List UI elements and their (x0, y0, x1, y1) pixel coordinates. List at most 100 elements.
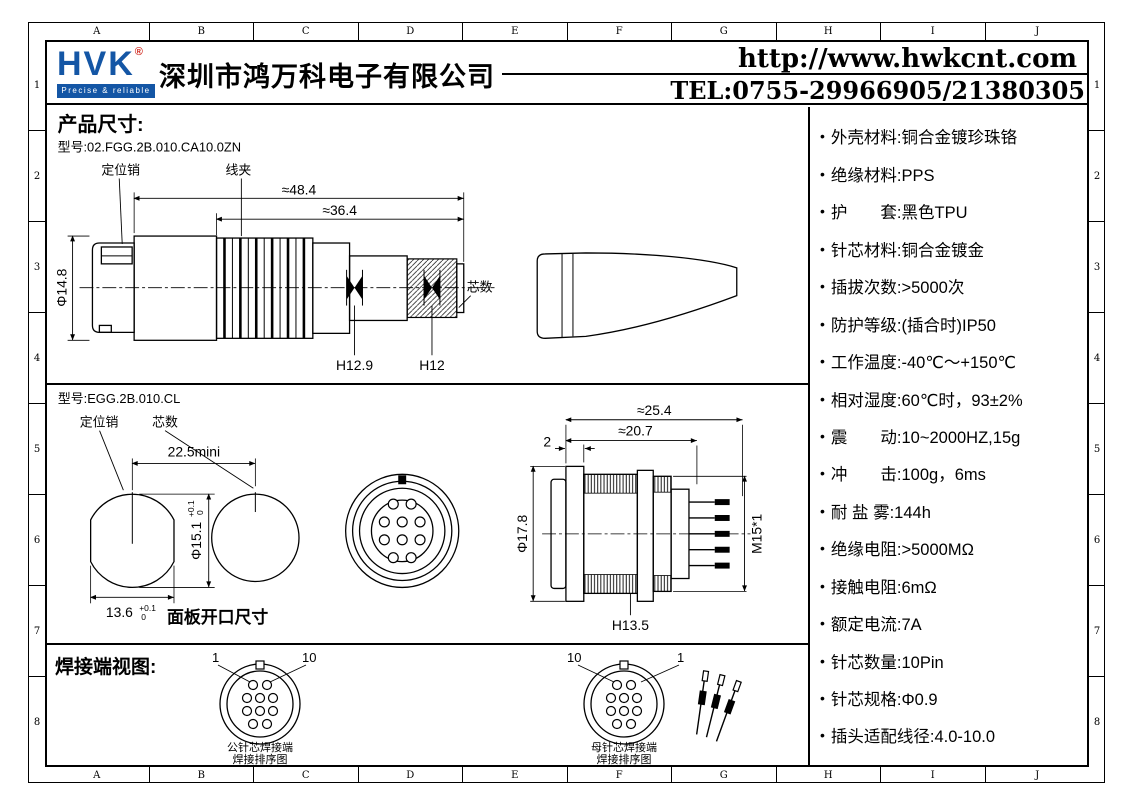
panel-cutout-caption: 面板开口尺寸 (167, 607, 268, 627)
grid-col-label: H (775, 23, 881, 40)
male-weld-view: 1 10 公针芯焊接端 焊接排序图 (212, 650, 316, 765)
grid-col-label: B (148, 23, 254, 40)
bullet-icon: • (820, 427, 825, 444)
female-weld-view: 10 1 母针芯焊接端 焊接排序图 (567, 650, 684, 765)
logo-text: HVK® (57, 45, 143, 83)
bullet-icon: • (820, 390, 825, 407)
registered-mark-icon: ® (134, 46, 143, 58)
cable-clamp-label: 线夹 (225, 163, 251, 178)
spec-text: 绝缘电阻:>5000MΩ (830, 541, 974, 560)
company-logo: HVK® Precise & reliable (57, 45, 155, 98)
spec-item: •工作温度:-40℃～+150℃ (820, 349, 1085, 373)
svg-text:M15*1: M15*1 (748, 514, 764, 554)
grid-col-label: H (775, 767, 881, 783)
grid-row-label: 3 (29, 221, 45, 312)
svg-text:Φ17.8: Φ17.8 (514, 515, 530, 553)
contact-divider (502, 73, 1087, 75)
svg-text:≈48.4: ≈48.4 (282, 181, 317, 197)
title-block: HVK® Precise & reliable 深圳市鸿万科电子有限公司 htt… (47, 42, 1087, 105)
contact-block: http://www.hwkcnt.com TEL:0755-29966905/… (502, 42, 1087, 105)
bullet-icon: • (820, 353, 825, 370)
bullet-icon: • (820, 540, 825, 557)
panel-cutout-keyed-hole (89, 492, 175, 588)
bullet-icon: • (820, 165, 825, 182)
spec-item: • 额定电流:7A (820, 611, 1085, 635)
svg-text:Φ14.8: Φ14.8 (54, 268, 70, 306)
bullet-icon: • (820, 315, 825, 332)
dim-socket-crimp: H13.5 (612, 593, 649, 633)
spec-text: 外壳材料:铜合金镀珍珠铬 (830, 129, 1017, 148)
svg-text:2: 2 (543, 434, 551, 450)
spec-text: 接触电阻:6mΩ (830, 578, 937, 597)
cores-label: 芯数 (458, 280, 493, 308)
solder-contacts (688, 499, 730, 569)
grid-col-label: J (984, 23, 1090, 40)
bullet-icon: • (820, 278, 825, 295)
pin-number-label: 10 (302, 650, 316, 665)
spec-text: 插头适配线径:4.0-10.0 (830, 728, 996, 747)
grid-ref-bottom: A B C D E F G H I J (45, 767, 1089, 783)
plug-dimension-section: 产品尺寸: 型号:02.FGG.2B.010.CA10.0ZN 定位销 线夹 ≈… (47, 107, 810, 385)
grid-row-label: 7 (29, 585, 45, 676)
grid-ref-top: A B C D E F G H I J (45, 23, 1089, 40)
svg-text:Φ15.1: Φ15.1 (188, 521, 204, 559)
grid-row-label: 6 (29, 494, 45, 585)
bullet-icon: • (820, 615, 825, 632)
sheet-inner-border (45, 40, 1089, 767)
svg-text:≈20.7: ≈20.7 (618, 423, 653, 439)
plug-drawing: 产品尺寸: 型号:02.FGG.2B.010.CA10.0ZN 定位销 线夹 ≈… (54, 113, 738, 373)
solder-contacts-sketch (695, 670, 742, 742)
bullet-icon: • (820, 465, 825, 482)
locating-pin-label: 定位销 (80, 415, 119, 430)
grid-col-label: F (566, 23, 672, 40)
grid-row-label: 4 (29, 312, 45, 403)
grid-row-label: 6 (1089, 494, 1105, 585)
grid-row-label: 8 (29, 676, 45, 767)
dim-flange-diameter: Φ17.8 (514, 465, 565, 602)
spec-item: • 绝缘材料:PPS (820, 162, 1085, 186)
drawing-area: 产品尺寸: 型号:02.FGG.2B.010.CA10.0ZN 定位销 线夹 ≈… (47, 107, 810, 765)
panel-cutout-plain-hole (211, 492, 300, 583)
pin-number-label: 10 (567, 650, 581, 665)
bullet-icon: • (820, 577, 825, 594)
socket-section-view (542, 465, 751, 602)
socket-dimension-section: 型号:EGG.2B.010.CL 定位销 芯数 22.5mini (47, 387, 810, 645)
grid-row-label: 1 (33, 79, 41, 91)
telephone: TEL:0755-29966905/21380305 (670, 76, 1085, 105)
bullet-icon: • (820, 727, 825, 744)
spec-text: 震 动:10~2000HZ,15g (830, 428, 1021, 447)
male-caption: 焊接排序图 (233, 752, 288, 765)
dim-socket-body: ≈20.7 (565, 423, 698, 485)
female-caption: 焊接排序图 (597, 752, 652, 765)
dim-overall-length: ≈48.4 (133, 181, 465, 262)
dim-crimp-1: H12.9 (336, 305, 373, 373)
grid-row-label: 5 (1089, 403, 1105, 494)
spec-item: • 绝缘电阻:>5000MΩ (820, 536, 1085, 560)
spec-text: 针芯材料:铜合金镀金 (830, 241, 984, 260)
grid-row-label: 2 (1089, 130, 1105, 221)
grid-col-label: C (253, 23, 358, 40)
grid-col-label: D (357, 23, 463, 40)
grid-col-label: B (148, 767, 254, 783)
cores-label: 芯数 (152, 415, 178, 430)
spec-text: 绝缘材料:PPS (830, 166, 935, 185)
svg-text:0: 0 (195, 510, 205, 515)
spec-text: 护 套:黑色TPU (830, 204, 968, 223)
svg-text:H13.5: H13.5 (612, 617, 649, 633)
spec-item: • 插头适配线径:4.0-10.0 (820, 723, 1085, 747)
dim-body-length: ≈36.4 (215, 202, 464, 236)
grid-col-label: A (93, 769, 101, 781)
grid-col-label: E (462, 23, 567, 40)
grid-ref-left: 1 2 3 4 5 6 7 8 (29, 40, 45, 767)
spec-item: •针芯数量:10Pin (820, 649, 1085, 673)
grid-row-label: 2 (29, 130, 45, 221)
section-title: 产品尺寸: (58, 113, 144, 136)
grid-col-label: G (671, 23, 776, 40)
spec-text: 相对湿度:60℃时，93±2% (830, 391, 1023, 410)
spec-item: •护 套:黑色TPU (820, 199, 1085, 223)
spec-text: 额定电流:7A (830, 616, 922, 635)
dim-across-flats: 13.6 +0.1 0 (89, 565, 175, 622)
dim-hole-diameter: Φ15.1 +0.1 0 (139, 493, 215, 588)
grid-row-label: 3 (1089, 221, 1105, 312)
